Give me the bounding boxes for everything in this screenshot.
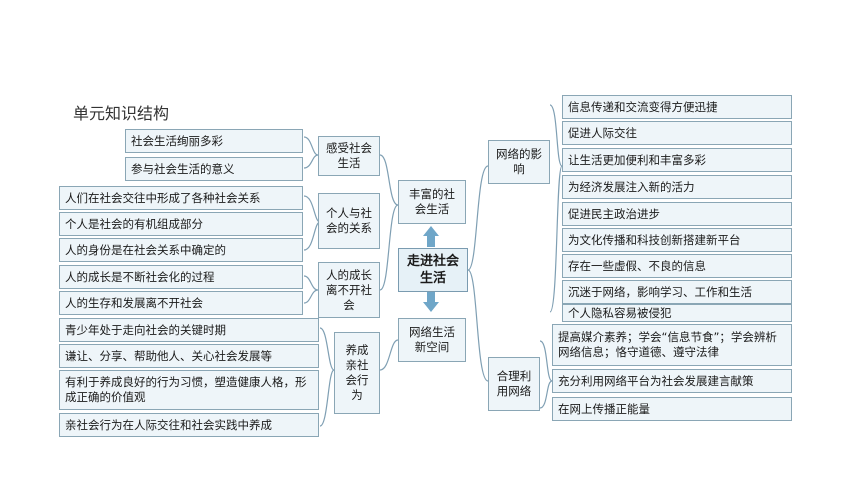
brace-b3	[303, 275, 319, 304]
b4-item-4: 亲社会行为在人际交往和社会实践中养成	[59, 413, 319, 437]
r1-item-2: 促进人际交往	[562, 121, 792, 145]
r2-item-2: 充分利用网络平台为社会发展建言献策	[552, 369, 792, 393]
brace-r2	[539, 340, 553, 409]
network-new-space: 网络生活新空间	[398, 318, 466, 362]
brace-rich	[379, 154, 399, 291]
r1-item-9: 个人隐私容易被侵犯	[562, 304, 792, 322]
r1-label: 网络的影响	[488, 140, 550, 184]
r1-item-6: 为文化传播和科技创新搭建新平台	[562, 228, 792, 252]
b4-item-3: 有利于养成良好的行为习惯，塑造健康人格，形成正确的价值观	[59, 370, 319, 410]
brace-b4	[319, 327, 335, 427]
b2-item-3: 人的身份是在社会关系中确定的	[59, 238, 303, 262]
b4-item-2: 谦让、分享、帮助他人、关心社会发展等	[59, 344, 319, 368]
b2-item-2: 个人是社会的有机组成部分	[59, 212, 303, 236]
arrow-up	[423, 226, 439, 247]
r2-label: 合理利用网络	[488, 357, 540, 411]
b4-label: 养成亲社会行为	[334, 332, 380, 414]
b3-item-2: 人的生存和发展离不开社会	[59, 291, 303, 315]
b3-item-1: 人的成长是不断社会化的过程	[59, 265, 303, 289]
r1-item-8: 沉迷于网络，影响学习、工作和生活	[562, 280, 792, 304]
link-b4	[379, 339, 399, 371]
r1-item-3: 让生活更加便利和丰富多彩	[562, 148, 792, 172]
b3-label: 人的成长离不开社会	[318, 262, 380, 318]
b1-item-2: 参与社会生活的意义	[125, 157, 303, 181]
r1-item-4: 为经济发展注入新的活力	[562, 175, 792, 199]
brace-r1	[549, 104, 563, 313]
r2-item-3: 在网上传播正能量	[552, 397, 792, 421]
r1-item-5: 促进民主政治进步	[562, 202, 792, 226]
b2-label: 个人与社会的关系	[318, 193, 380, 249]
arrow-down	[423, 292, 439, 312]
b1-label: 感受社会生活	[318, 136, 380, 176]
r1-item-1: 信息传递和交流变得方便迅捷	[562, 95, 792, 119]
r1-item-7: 存在一些虚假、不良的信息	[562, 254, 792, 278]
b4-item-1: 青少年处于走向社会的关键时期	[59, 318, 319, 342]
brace-center-right	[467, 165, 489, 382]
b1-item-1: 社会生活绚丽多彩	[125, 129, 303, 153]
rich-social-life: 丰富的社会生活	[398, 180, 466, 224]
center-topic: 走进社会生活	[398, 248, 468, 292]
b2-item-1: 人们在社会交往中形成了各种社会关系	[59, 186, 303, 210]
r2-item-1: 提高媒介素养；学会“信息节食”；学会辨析网络信息；恪守道德、遵守法律	[552, 324, 792, 366]
page-title: 单元知识结构	[73, 104, 170, 123]
brace-b1	[303, 136, 319, 169]
